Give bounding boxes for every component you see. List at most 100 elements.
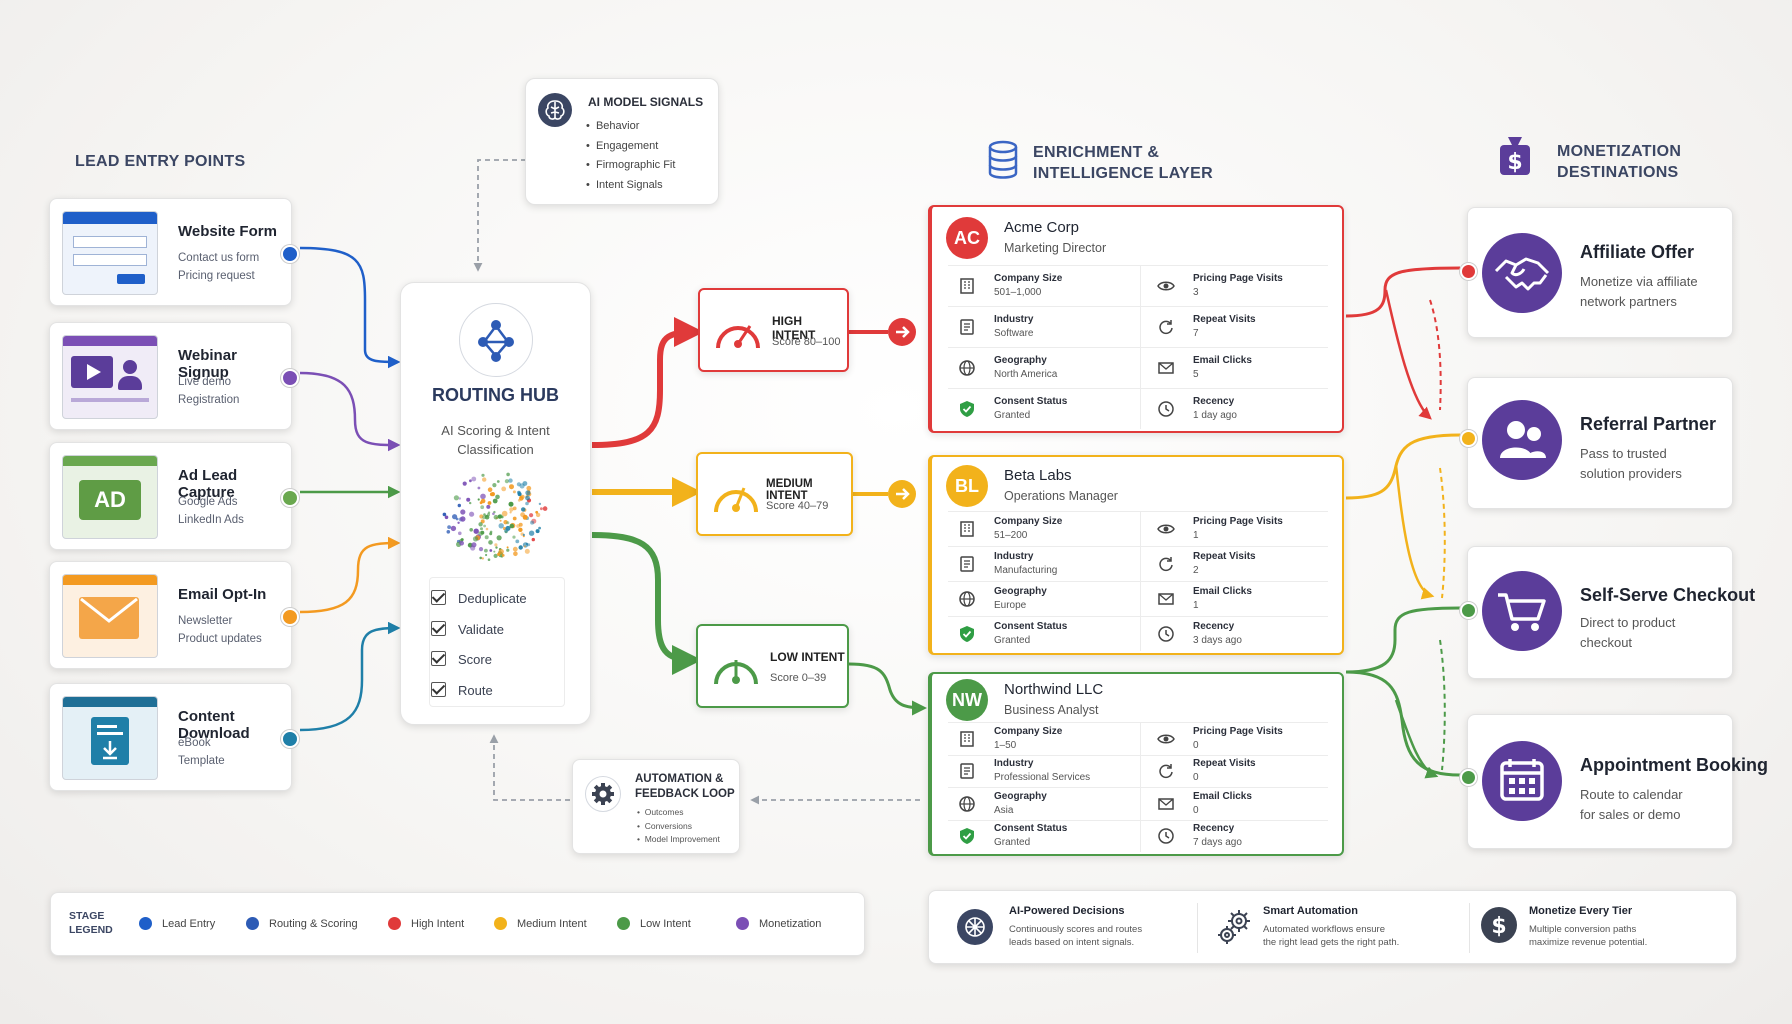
connector-port[interactable] (281, 245, 299, 263)
features-strip: AI-Powered Decisions Continuously scores… (928, 890, 1737, 964)
globe-icon (959, 591, 975, 607)
refresh-icon (1159, 320, 1173, 335)
database-icon (986, 140, 1020, 180)
eye-icon (1157, 524, 1175, 534)
high-intent-box[interactable]: HIGH INTENT Score 80–100 (698, 288, 849, 372)
low-intent-box[interactable]: LOW INTENT Score 0–39 (696, 624, 849, 708)
ai-model-signals-card: AI MODEL SIGNALS • Behavior • Engagement… (525, 78, 719, 205)
ai-signals-title: AI MODEL SIGNALS (588, 95, 704, 109)
connector-port[interactable] (1460, 430, 1477, 447)
check-validate[interactable]: Validate (431, 621, 504, 637)
attr-value: Granted (994, 837, 1031, 849)
gears-icon (1218, 910, 1250, 944)
entry-title: Webinar Signup (178, 347, 237, 381)
attr-key: Industry (994, 314, 1034, 325)
attr-value: 501–1,000 (994, 287, 1042, 298)
ai-signal-item: • Firmographic Fit (586, 159, 676, 171)
connector-port[interactable] (281, 730, 299, 748)
gauge-icon (714, 660, 758, 685)
intent-label: MEDIUM INTENT (766, 478, 813, 502)
dest-title: Referral Partner (1580, 414, 1717, 434)
arrow-right-icon (888, 318, 916, 346)
attr-key: Industry (994, 758, 1034, 770)
legend-item: Routing & Scoring (246, 917, 358, 930)
attr-value: 3 days ago (1193, 635, 1242, 646)
dest-title: Appointment Booking (1580, 755, 1768, 775)
entry-title: Ad Lead Capture (178, 467, 238, 501)
check-route[interactable]: Route (431, 682, 493, 698)
users-icon (1482, 400, 1562, 480)
monetization-title-line1: MONETIZATION (1557, 143, 1682, 160)
entry-title: Website Form (178, 223, 277, 240)
check-deduplicate[interactable]: Deduplicate (431, 590, 527, 606)
feature-ai-decisions: AI-Powered Decisions Continuously scores… (929, 891, 1197, 965)
ai-dots-icon (442, 472, 548, 561)
attr-value: 2 (1193, 565, 1199, 576)
check-score[interactable]: Score (431, 651, 492, 667)
ad-icon: AD (62, 455, 158, 539)
lead-avatar: AC (946, 217, 988, 259)
attr-value: Asia (994, 804, 1014, 816)
legend-item: High Intent (388, 917, 464, 930)
attr-value: North America (994, 369, 1058, 380)
attr-value: Software (994, 328, 1034, 339)
connector-port[interactable] (281, 608, 299, 626)
attr-key: Company Size (994, 516, 1063, 527)
gear-icon (585, 776, 621, 812)
attr-key: Company Size (994, 273, 1063, 284)
attr-key: Consent Status (994, 823, 1068, 835)
medium-intent-box[interactable]: MEDIUM INTENT Score 40–79 (696, 452, 853, 536)
intent-score: Score 0–39 (770, 672, 827, 684)
lead-name: Acme Corp (1004, 219, 1080, 236)
connector-port[interactable] (1460, 769, 1477, 786)
globe-icon (959, 360, 975, 376)
gauge-icon (714, 487, 758, 513)
connector-port[interactable] (1460, 263, 1477, 280)
ai-brain-icon (957, 909, 993, 945)
lead-name: Northwind LLC (1004, 681, 1104, 698)
connector-port[interactable] (281, 489, 299, 507)
lead-role: Marketing Director (1004, 241, 1107, 255)
attr-key: Recency (1193, 621, 1235, 632)
envelope-icon (62, 574, 158, 658)
attr-key: Geography (994, 355, 1047, 366)
lead-role: Business Analyst (1004, 703, 1099, 717)
mail-icon (1158, 593, 1174, 605)
monetization-title: MONETIZATION DESTINATIONS (1557, 141, 1681, 183)
checkbox-icon (431, 651, 446, 666)
automation-feedback-card[interactable]: AUTOMATION &FEEDBACK LOOP • Outcomes • C… (572, 759, 740, 854)
lead-avatar: BL (946, 465, 988, 507)
clock-icon (1158, 401, 1174, 417)
connector-port[interactable] (1460, 602, 1477, 619)
enrichment-title-line1: ENRICHMENT & (1033, 144, 1160, 161)
connector-port[interactable] (281, 369, 299, 387)
building-icon (960, 521, 974, 537)
eye-icon (1157, 734, 1175, 744)
globe-icon (959, 796, 975, 812)
